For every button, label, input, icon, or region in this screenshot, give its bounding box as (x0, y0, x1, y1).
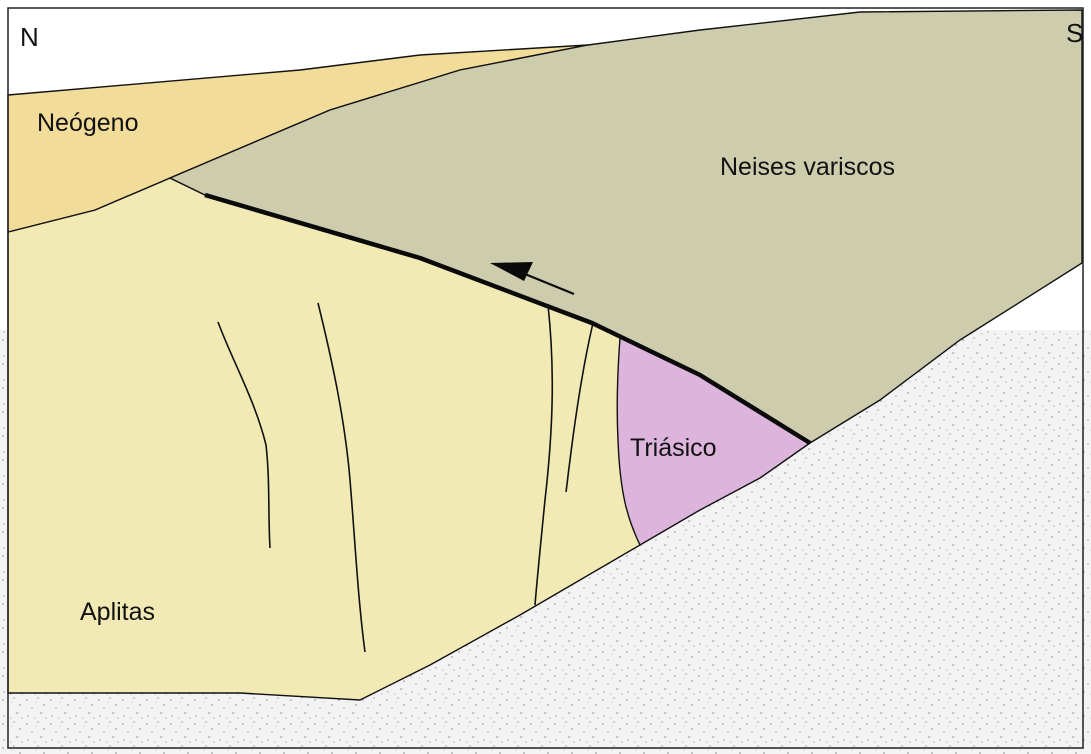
triasico-label: Triásico (630, 434, 717, 462)
south-label: S (1066, 18, 1083, 48)
aplitas-label: Aplitas (80, 598, 155, 626)
neises-variscos-label: Neises variscos (720, 153, 895, 181)
neogeno-label: Neógeno (37, 109, 138, 137)
north-label: N (20, 22, 39, 52)
